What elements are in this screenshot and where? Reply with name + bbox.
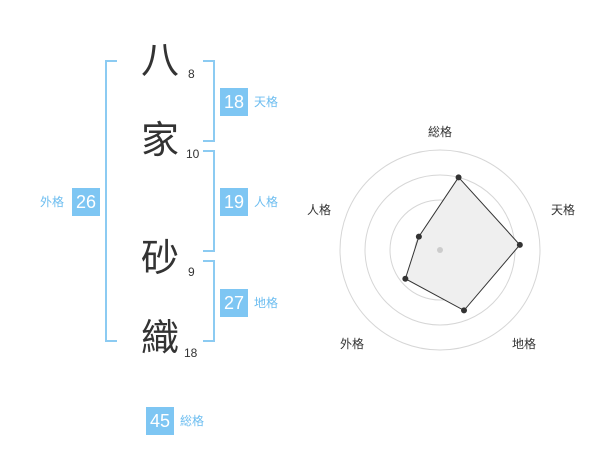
- tenkaku-bracket: [203, 60, 215, 142]
- name-char-1: 八: [140, 38, 179, 82]
- tenkaku-label: 天格: [254, 95, 279, 109]
- stroke-count-2: 10: [186, 147, 200, 161]
- jinkaku-bracket: [203, 150, 215, 252]
- radar-axis-label-soukaku: 総格: [427, 125, 452, 139]
- gaikaku-bracket: [105, 60, 117, 342]
- name-char-3: 砂: [140, 236, 179, 280]
- jinkaku-label: 人格: [254, 195, 279, 209]
- soukaku-value: 45: [146, 407, 174, 435]
- stroke-count-1: 8: [188, 67, 195, 81]
- chikaku-label: 地格: [254, 296, 279, 310]
- gaikaku-value: 26: [72, 188, 100, 216]
- radar-axis-label-jinkaku: 人格: [306, 203, 331, 217]
- radar-axis-label-gaikaku: 外格: [339, 337, 364, 351]
- radar-center-dot: [437, 247, 443, 253]
- stroke-count-4: 18: [184, 346, 198, 360]
- radar-ring: [339, 149, 541, 351]
- chikaku-value: 27: [220, 289, 248, 317]
- radar-axis-label-tenkaku: 天格: [550, 203, 575, 217]
- radar-axis-label-chikaku: 地格: [511, 337, 536, 351]
- radar-point-5: [415, 233, 422, 240]
- stroke-count-3: 9: [188, 265, 195, 279]
- jinkaku-value: 19: [220, 188, 248, 216]
- radar-point-1: [455, 174, 462, 181]
- radar-point-3: [461, 307, 468, 314]
- name-char-4: 織: [140, 316, 179, 360]
- radar-series-area: [404, 176, 521, 312]
- chikaku-bracket: [203, 260, 215, 342]
- tenkaku-value: 18: [220, 88, 248, 116]
- gaikaku-label: 外格: [40, 195, 65, 209]
- radar-point-4: [402, 275, 409, 282]
- name-char-2: 家: [140, 118, 179, 162]
- radar-point-2: [516, 241, 523, 248]
- soukaku-label: 総格: [180, 414, 205, 428]
